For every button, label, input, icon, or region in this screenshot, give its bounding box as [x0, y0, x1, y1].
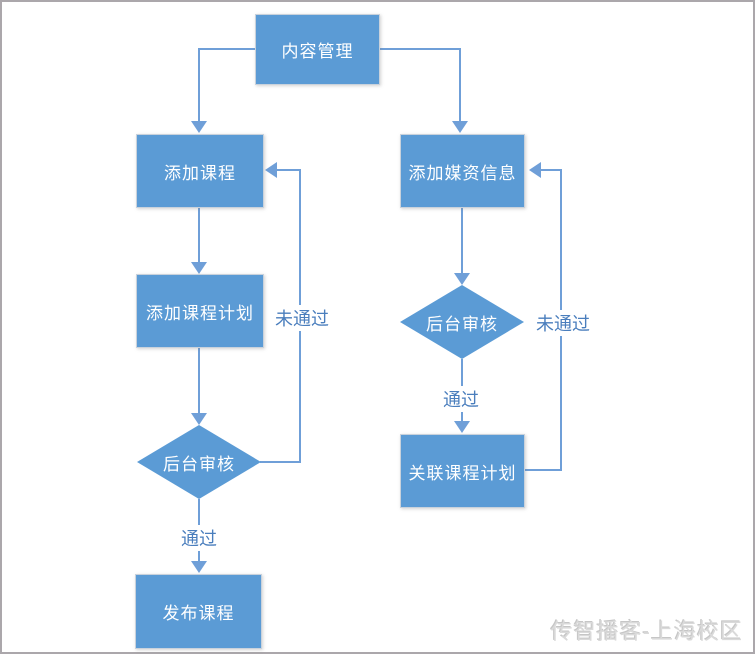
node-add-media-info-label: 添加媒资信息	[408, 163, 517, 183]
node-content-mgmt-label: 内容管理	[281, 42, 354, 61]
arrowhead-into-review-left	[191, 413, 207, 425]
arrowhead-into-add-course-right	[265, 162, 277, 178]
connector-content-to-add-media-h	[380, 48, 461, 50]
loop-left-top-h	[277, 169, 301, 171]
node-add-course-label: 添加课程	[164, 163, 236, 183]
edge-label-right-fail: 未通过	[534, 310, 592, 336]
connector-media-to-review-right	[461, 208, 463, 274]
node-add-course-plan: 添加课程计划	[136, 274, 264, 348]
node-add-media-info: 添加媒资信息	[400, 134, 525, 208]
connector-content-to-add-course-h	[199, 48, 256, 50]
arrowhead-into-add-course-plan	[191, 262, 207, 274]
arrowhead-into-add-media-right	[529, 162, 541, 178]
arrowhead-into-review-right	[454, 273, 470, 285]
node-link-course-plan-label: 关联课程计划	[408, 463, 517, 483]
node-content-mgmt: 内容管理	[255, 14, 380, 85]
node-add-course-plan-label: 添加课程计划	[146, 303, 254, 323]
node-review-left-label: 后台审核	[163, 454, 235, 474]
loop-left-bottom-h	[260, 461, 301, 463]
arrowhead-into-add-course	[191, 121, 207, 133]
node-link-course-plan: 关联课程计划	[400, 434, 525, 508]
arrowhead-into-link-course-plan	[454, 421, 470, 433]
node-publish-course-label: 发布课程	[162, 604, 235, 623]
edge-label-left-fail: 未通过	[273, 305, 331, 331]
node-review-right: 后台审核	[400, 285, 524, 359]
loop-right-bottom-h	[525, 469, 562, 471]
edge-label-left-pass: 通过	[179, 525, 219, 551]
connector-content-to-add-course-v	[198, 48, 200, 122]
node-review-left: 后台审核	[137, 425, 261, 499]
connector-content-to-add-media-v	[459, 48, 461, 122]
node-add-course: 添加课程	[136, 134, 264, 208]
node-review-right-label: 后台审核	[426, 314, 498, 334]
arrowhead-into-publish-course	[191, 561, 207, 573]
node-publish-course: 发布课程	[135, 574, 262, 649]
watermark-text: 传智播客-上海校区	[550, 619, 743, 644]
connector-add-course-to-plan	[198, 208, 200, 263]
arrowhead-into-add-media	[452, 121, 468, 133]
connector-plan-to-review-left	[198, 348, 200, 414]
edge-label-right-pass: 通过	[441, 386, 481, 412]
loop-right-top-h	[541, 169, 562, 171]
